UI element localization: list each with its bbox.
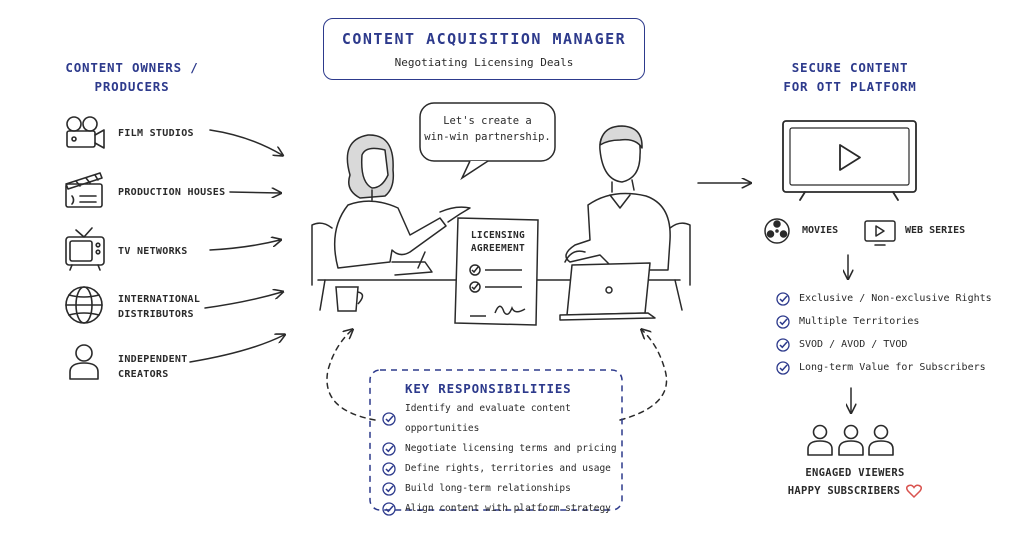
man-figure <box>564 125 671 271</box>
left-heading-line2: PRODUCERS <box>94 79 170 94</box>
list-item: SVOD / AVOD / TVOD <box>776 333 1016 356</box>
coffee-mug <box>335 286 364 312</box>
source-label: INTERNATIONAL <box>118 294 201 305</box>
speech-line2: win-win partnership. <box>424 131 551 143</box>
check-circle-icon <box>776 360 790 375</box>
source-film-studios: FILM STUDIOS <box>118 126 194 141</box>
final-line2: HAPPY SUBSCRIBERS <box>787 485 901 497</box>
clapperboard-icon <box>65 172 103 208</box>
tv-icon <box>65 227 105 271</box>
source-label: INDEPENDENT <box>118 354 188 365</box>
arrow-independent <box>189 335 284 363</box>
heart-icon <box>906 484 923 499</box>
film-reel-icon <box>764 218 790 244</box>
final-line2-row: HAPPY SUBSCRIBERS <box>770 482 940 500</box>
monitor-play-icon <box>864 220 896 246</box>
list-item: Negotiate licensing terms and pricing <box>382 439 618 459</box>
list-item: Long-term Value for Subscribers <box>776 356 1016 379</box>
responsibilities-list: Identify and evaluate content opportunit… <box>382 399 618 519</box>
list-item-text: Multiple Territories <box>799 316 920 327</box>
agreement-title: LICENSING AGREEMENT <box>458 229 538 255</box>
list-item: Exclusive / Non-exclusive Rights <box>776 287 1016 310</box>
list-item-text: Identify and evaluate content opportunit… <box>405 403 571 434</box>
responsibilities-title: KEY RESPONSIBILITIES <box>405 381 572 396</box>
check-circle-icon <box>382 442 396 456</box>
ott-tv-icon <box>782 120 917 201</box>
check-circle-icon <box>776 337 790 352</box>
list-item-text: SVOD / AVOD / TVOD <box>799 339 908 350</box>
list-item: Identify and evaluate content opportunit… <box>382 399 618 439</box>
speech-line1: Let's create a <box>443 115 532 127</box>
source-independent-creators: INDEPENDENT CREATORS <box>118 352 188 382</box>
source-tv-networks: TV NETWORKS <box>118 244 188 259</box>
benefits-list: Exclusive / Non-exclusive Rights Multipl… <box>776 287 1016 379</box>
source-production-houses: PRODUCTION HOUSES <box>118 185 225 200</box>
licensing-agreement-document <box>454 217 539 326</box>
right-heading-line2: FOR OTT PLATFORM <box>783 79 917 94</box>
page-title: CONTENT ACQUISITION MANAGER <box>341 30 627 48</box>
media-web-series-label: WEB SERIES <box>905 225 966 236</box>
list-item-text: Negotiate licensing terms and pricing <box>405 443 617 454</box>
arrow-film-studios <box>209 129 282 155</box>
source-label-line2: DISTRIBUTORS <box>118 309 194 320</box>
check-circle-icon <box>382 482 396 496</box>
source-label-line2: CREATORS <box>118 369 169 380</box>
people-group-icon <box>807 424 894 456</box>
list-item-text: Build long-term relationships <box>405 483 571 494</box>
arrow-production-houses <box>229 192 280 193</box>
agreement-line2: AGREEMENT <box>470 243 526 254</box>
list-item-text: Align content with platform strategy <box>405 503 611 514</box>
arrow-international <box>204 292 282 309</box>
arrow-tv-networks <box>209 240 280 251</box>
list-item: Define rights, territories and usage <box>382 459 618 479</box>
check-circle-icon <box>382 502 396 516</box>
person-icon <box>69 344 99 380</box>
title-box <box>323 18 645 80</box>
woman-figure <box>333 134 471 276</box>
check-circle-icon <box>382 412 396 426</box>
dashed-arrow-left <box>326 330 376 421</box>
final-line1: ENGAGED VIEWERS <box>805 467 905 479</box>
list-item: Align content with platform strategy <box>382 499 618 519</box>
list-item-text: Define rights, territories and usage <box>405 463 611 474</box>
source-label: FILM STUDIOS <box>118 128 194 139</box>
left-heading-line1: CONTENT OWNERS / <box>65 60 199 75</box>
list-item-text: Exclusive / Non-exclusive Rights <box>799 293 992 304</box>
right-heading: SECURE CONTENT FOR OTT PLATFORM <box>770 58 930 96</box>
right-heading-line1: SECURE CONTENT <box>791 60 909 75</box>
list-item: Build long-term relationships <box>382 479 618 499</box>
speech-bubble <box>419 102 556 181</box>
check-circle-icon <box>382 462 396 476</box>
source-label: PRODUCTION HOUSES <box>118 187 226 198</box>
left-heading: CONTENT OWNERS / PRODUCERS <box>52 58 212 96</box>
list-item-text: Long-term Value for Subscribers <box>799 362 986 373</box>
list-item: Multiple Territories <box>776 310 1016 333</box>
source-label: TV NETWORKS <box>118 246 188 257</box>
speech-bubble-text: Let's create a win-win partnership. <box>420 113 555 145</box>
film-camera-icon <box>66 116 105 149</box>
agreement-line1: LICENSING <box>470 230 526 241</box>
source-international-distributors: INTERNATIONAL DISTRIBUTORS <box>118 292 200 322</box>
laptop <box>559 262 656 321</box>
final-outcome: ENGAGED VIEWERS HAPPY SUBSCRIBERS <box>770 464 940 500</box>
check-circle-icon <box>776 291 790 306</box>
media-movies-label: MOVIES <box>802 225 839 236</box>
check-circle-icon <box>776 314 790 329</box>
page-subtitle: Negotiating Licensing Deals <box>394 56 574 69</box>
globe-icon <box>65 286 103 324</box>
